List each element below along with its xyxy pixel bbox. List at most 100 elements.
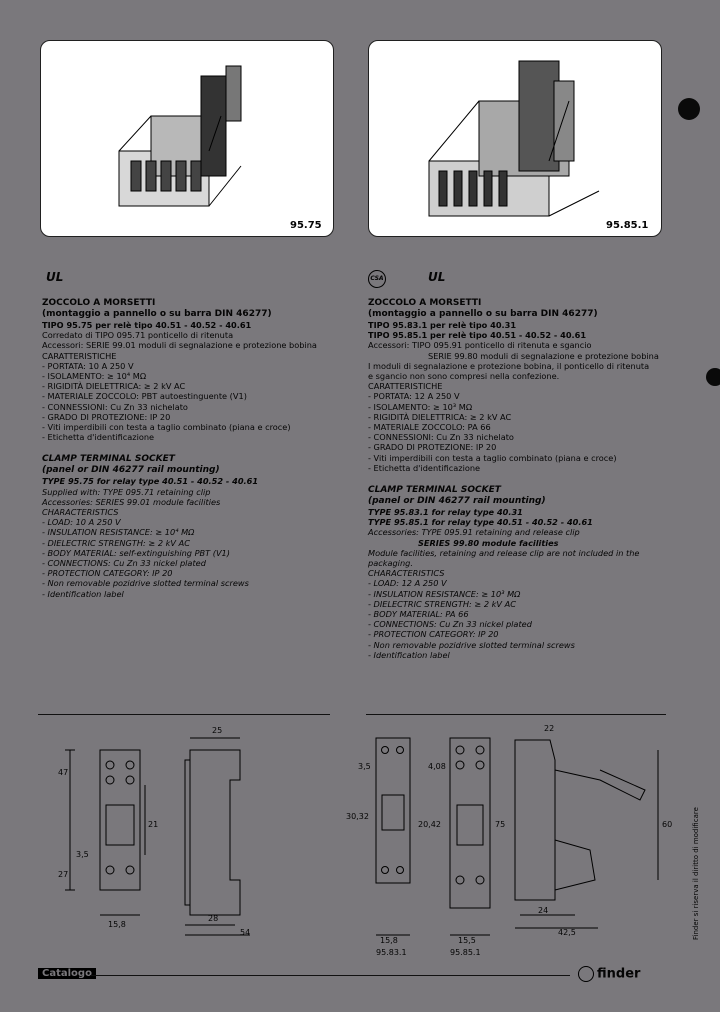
dim-54: 54 bbox=[240, 928, 251, 937]
right-it-line: e sgancio non sono compresi nella confez… bbox=[368, 371, 560, 382]
ul-mark-left: UL bbox=[46, 270, 64, 284]
ul-mark-right: UL bbox=[428, 270, 446, 284]
left-it-subtitle: (montaggio a pannello o su barra DIN 462… bbox=[42, 309, 272, 319]
left-en-line: Accessories: SERIES 99.01 module facilit… bbox=[42, 496, 221, 507]
dim-3-5: 3,5 bbox=[76, 850, 89, 859]
dim-42-5: 42,5 bbox=[558, 928, 576, 937]
left-it-line: - Etichetta d'identificazione bbox=[42, 432, 155, 443]
footer-catalog-label: Catalogo bbox=[38, 968, 96, 979]
right-en-line: - DIELECTRIC STRENGTH: ≥ 2 kV AC bbox=[368, 598, 516, 609]
photo-socket-95-85-1 bbox=[368, 40, 662, 237]
dim-60: 60 bbox=[662, 820, 673, 829]
socket-95-85-1-photo-art bbox=[428, 60, 600, 217]
dim-24: 24 bbox=[538, 906, 549, 915]
dim-75: 75 bbox=[495, 820, 506, 829]
dim-3-5: 3,5 bbox=[358, 762, 371, 771]
right-en-line: SERIES 99.80 module facilities bbox=[418, 537, 559, 548]
right-en-line: packaging. bbox=[368, 558, 413, 569]
left-en-line: - Identification label bbox=[42, 588, 124, 599]
socket-95-75-photo-art bbox=[118, 65, 242, 207]
left-en-line: - CONNECTIONS: Cu Zn 33 nickel plated bbox=[42, 558, 206, 569]
finder-logo-text: finder bbox=[597, 966, 641, 982]
drawing-label-95-83-1: 95.83.1 bbox=[376, 948, 407, 957]
right-it-line: - RIGIDITÀ DIELETTRICA: ≥ 2 kV AC bbox=[368, 411, 512, 422]
finder-logo-icon bbox=[578, 966, 594, 982]
csa-mark-right: CSA bbox=[368, 270, 386, 288]
right-it-line: - Etichetta d'identificazione bbox=[368, 462, 481, 473]
left-en-subtitle: (panel or DIN 46277 rail mounting) bbox=[42, 465, 220, 476]
left-en-line: Supplied with: TYPE 095.71 retaining cli… bbox=[42, 486, 211, 497]
right-it-line: TIPO 95.83.1 per relè tipo 40.31 bbox=[368, 320, 517, 330]
left-it-line: - MATERIALE ZOCCOLO: PBT autoestinguente… bbox=[42, 391, 247, 402]
dim-15-8: 15,8 bbox=[380, 936, 398, 945]
right-en-line: TYPE 95.85.1 for relay type 40.51 - 40.5… bbox=[368, 517, 593, 528]
left-it-line: - GRADO DI PROTEZIONE: IP 20 bbox=[42, 411, 171, 422]
dim-25: 25 bbox=[212, 726, 223, 735]
right-en-line: - Identification label bbox=[368, 649, 450, 660]
right-en-line: CHARACTERISTICS bbox=[368, 568, 445, 579]
left-en-line: - INSULATION RESISTANCE: ≥ 10⁴ MΩ bbox=[42, 527, 195, 538]
left-it-line: CARATTERISTICHE bbox=[42, 350, 117, 361]
right-it-line: I moduli di segnalazione e protezione bo… bbox=[368, 360, 650, 371]
right-it-line: SERIE 99.80 moduli di segnalazione e pro… bbox=[428, 350, 659, 361]
right-it-title: ZOCCOLO A MORSETTI bbox=[368, 298, 482, 308]
left-it-line: - ISOLAMENTO: ≥ 10⁴ MΩ bbox=[42, 371, 147, 382]
left-it-line: Accessori: SERIE 99.01 moduli di segnala… bbox=[42, 340, 317, 351]
right-en-line: - INSULATION RESISTANCE: ≥ 10³ MΩ bbox=[368, 588, 521, 599]
right-en-line: Accessories: TYPE 095.91 retaining and r… bbox=[368, 527, 580, 538]
right-en-line: TYPE 95.83.1 for relay type 40.31 bbox=[368, 507, 523, 518]
right-it-line: TIPO 95.85.1 per relè tipo 40.51 - 40.52… bbox=[368, 330, 587, 341]
right-en-title: CLAMP TERMINAL SOCKET bbox=[368, 485, 501, 496]
photo-caption-right: 95.85.1 bbox=[606, 220, 649, 231]
right-it-subtitle: (montaggio a pannello o su barra DIN 462… bbox=[368, 309, 598, 319]
binder-hole-top bbox=[678, 98, 700, 120]
left-it-line: TIPO 95.75 per relè tipo 40.51 - 40.52 -… bbox=[42, 320, 252, 330]
left-it-line: - RIGIDITÀ DIELETTRICA: ≥ 2 kV AC bbox=[42, 381, 186, 392]
left-en-line: CHARACTERISTICS bbox=[42, 507, 119, 518]
dim-30-32: 30,32 bbox=[346, 812, 369, 821]
right-en-line: Module facilities, retaining and release… bbox=[368, 547, 640, 558]
right-en-line: - BODY MATERIAL: PA 66 bbox=[368, 609, 469, 620]
left-en-line: - PROTECTION CATEGORY: IP 20 bbox=[42, 568, 173, 579]
dim-47: 47 bbox=[58, 768, 69, 777]
left-en-title: CLAMP TERMINAL SOCKET bbox=[42, 454, 175, 465]
right-dimension-drawing: 22 3,5 30,32 4,08 20,42 75 60 24 42,5 15… bbox=[340, 720, 680, 960]
left-en-line: - DIELECTRIC STRENGTH: ≥ 2 kV AC bbox=[42, 537, 190, 548]
left-en-line: TYPE 95.75 for relay type 40.51 - 40.52 … bbox=[42, 476, 259, 487]
left-it-title: ZOCCOLO A MORSETTI bbox=[42, 298, 156, 308]
drawing-label-95-85-1: 95.85.1 bbox=[450, 948, 481, 957]
left-en-line: - LOAD: 10 A 250 V bbox=[42, 517, 121, 528]
dim-27: 27 bbox=[58, 870, 69, 879]
finder-logo: finder bbox=[578, 966, 640, 982]
left-en-line: - BODY MATERIAL: self-extinguishing PBT … bbox=[42, 547, 230, 558]
photo-socket-95-75 bbox=[40, 40, 334, 237]
binder-hole-middle bbox=[706, 368, 720, 386]
dim-15-8: 15,8 bbox=[108, 920, 126, 929]
right-en-line: - PROTECTION CATEGORY: IP 20 bbox=[368, 629, 499, 640]
footer-rule bbox=[90, 975, 570, 976]
left-drawing-lines bbox=[65, 737, 250, 936]
dim-20-42: 20,42 bbox=[418, 820, 441, 829]
right-it-line: Accessori: TIPO 095.91 ponticello di rit… bbox=[368, 340, 592, 351]
dim-4-08: 4,08 bbox=[428, 762, 446, 771]
dim-15-5: 15,5 bbox=[458, 936, 476, 945]
right-it-line: - PORTATA: 12 A 250 V bbox=[368, 391, 460, 402]
right-en-subtitle: (panel or DIN 46277 rail mounting) bbox=[368, 496, 546, 507]
photo-caption-left: 95.75 bbox=[290, 220, 322, 231]
left-en-line: - Non removable pozidrive slotted termin… bbox=[42, 578, 249, 589]
left-divider bbox=[38, 714, 330, 715]
dim-28: 28 bbox=[208, 914, 219, 923]
right-it-line: - CONNESSIONI: Cu Zn 33 nichelato bbox=[368, 432, 514, 443]
right-en-line: - Non removable pozidrive slotted termin… bbox=[368, 639, 575, 650]
right-it-line: - ISOLAMENTO: ≥ 10³ MΩ bbox=[368, 401, 473, 412]
side-disclaimer-text: Finder si riserva il diritto di modifica… bbox=[692, 807, 700, 940]
dim-22: 22 bbox=[544, 724, 555, 733]
left-it-line: - PORTATA: 10 A 250 V bbox=[42, 360, 134, 371]
right-drawing-lines bbox=[375, 737, 659, 936]
left-dimension-drawing: 25 47 21 27 3,5 15,8 28 54 bbox=[40, 720, 340, 950]
left-it-line: - Viti imperdibili con testa a taglio co… bbox=[42, 422, 291, 433]
right-it-line: - Viti imperdibili con testa a taglio co… bbox=[368, 452, 617, 463]
left-it-line: - CONNESSIONI: Cu Zn 33 nichelato bbox=[42, 401, 188, 412]
left-it-line: Corredato di TIPO 095.71 ponticello di r… bbox=[42, 330, 234, 341]
dim-21: 21 bbox=[148, 820, 159, 829]
